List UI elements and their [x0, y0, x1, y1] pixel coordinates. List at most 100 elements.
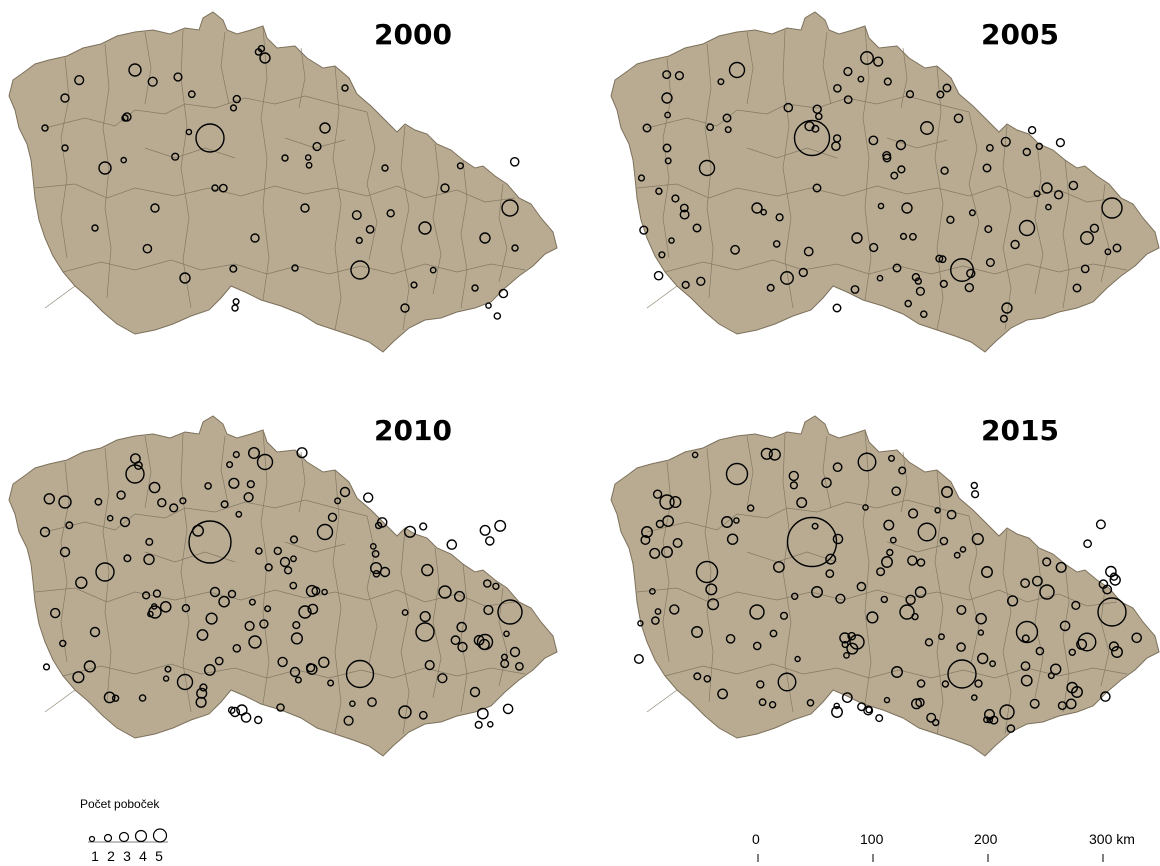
map-2010	[8, 415, 558, 757]
legend-value-3: 3	[123, 848, 131, 864]
branch-circle	[892, 263, 902, 273]
branch-circle	[915, 697, 925, 708]
branch-circle	[419, 611, 431, 623]
branch-circle	[843, 651, 850, 659]
branch-circle	[796, 497, 808, 509]
branch-circle	[484, 536, 495, 546]
branch-circle	[956, 642, 966, 652]
branch-circle	[783, 102, 794, 113]
branch-circle	[232, 450, 240, 459]
branch-circle	[939, 279, 948, 289]
branch-circle	[752, 641, 762, 651]
branch-circle	[50, 607, 61, 619]
branch-circle	[970, 694, 978, 701]
map-2000	[8, 11, 558, 353]
branch-circle	[999, 314, 1008, 323]
branch-circles-2015	[633, 447, 1143, 733]
branch-circle	[1068, 180, 1079, 191]
branch-circle	[483, 604, 494, 616]
branch-circle	[985, 257, 995, 267]
branch-circle	[494, 519, 507, 532]
branch-circle	[877, 202, 885, 210]
branch-circle	[947, 659, 977, 689]
branch-circle	[229, 264, 238, 273]
branch-circle	[695, 560, 719, 584]
branch-circle	[751, 202, 763, 214]
legend-circle-2	[103, 833, 113, 843]
branch-circle	[471, 284, 479, 292]
branch-circle	[122, 112, 132, 122]
branch-circle	[924, 638, 934, 647]
branch-circle	[418, 710, 428, 720]
branch-circle	[812, 183, 822, 193]
branch-circle	[312, 141, 322, 152]
branch-circle	[907, 555, 918, 566]
scale-label-0: 0	[752, 831, 760, 847]
branch-circle	[696, 276, 706, 286]
branch-circle	[661, 546, 673, 558]
branch-circle	[908, 232, 917, 241]
branch-circle	[920, 121, 934, 135]
branch-circle	[691, 451, 699, 459]
branch-circle	[662, 515, 674, 528]
branch-circle	[895, 139, 907, 151]
branch-circle	[106, 514, 114, 522]
branch-circle	[327, 512, 338, 523]
branch-circle	[457, 641, 468, 653]
branch-circle	[1035, 646, 1045, 656]
branch-circle	[482, 579, 492, 588]
branch-circle	[953, 551, 961, 559]
branch-circle	[982, 163, 992, 173]
branch-circle	[798, 267, 809, 278]
branch-circle	[915, 286, 926, 296]
branch-circle	[365, 224, 375, 234]
branch-circle	[316, 523, 334, 541]
branch-circle	[971, 490, 980, 499]
branch-circle	[437, 673, 448, 684]
branch-circle	[159, 600, 172, 613]
branch-circle	[832, 134, 842, 143]
branch-circle	[966, 268, 976, 279]
branch-circle	[1018, 219, 1036, 237]
branch-circle	[143, 553, 155, 566]
branch-circle	[693, 672, 702, 681]
branch-circle	[725, 462, 749, 486]
branch-circle	[243, 492, 254, 503]
branch-circle	[637, 620, 644, 627]
branch-circle	[1072, 283, 1082, 293]
branch-circle	[277, 656, 288, 668]
scale-label-100: 100	[860, 831, 884, 847]
branch-circle	[227, 706, 236, 715]
branch-circle	[794, 655, 801, 663]
branch-circle	[908, 508, 919, 519]
branch-circle	[469, 686, 481, 698]
branch-circle	[157, 497, 167, 508]
branch-circle	[668, 237, 675, 244]
branch-circle	[306, 663, 318, 675]
branch-circle	[769, 629, 778, 638]
branch-circle	[926, 712, 937, 723]
branch-circle	[661, 92, 673, 104]
branch-circle	[850, 285, 860, 294]
branch-circle	[679, 203, 689, 213]
branch-circle	[232, 643, 242, 653]
branch-circle	[1035, 142, 1043, 151]
branch-circle	[1053, 190, 1064, 200]
branch-circle	[649, 587, 656, 595]
branch-circle	[196, 687, 208, 699]
branch-circle	[129, 453, 141, 464]
branch-circle	[733, 517, 740, 524]
legend-value-2: 2	[107, 848, 115, 864]
branch-circle	[946, 509, 957, 520]
branch-circle	[188, 520, 232, 564]
branch-circle	[705, 583, 718, 596]
branch-circle	[497, 599, 523, 625]
branch-circle	[179, 272, 191, 284]
legend-value-5: 5	[155, 848, 163, 864]
branch-circle	[43, 493, 55, 505]
branch-circle	[681, 280, 690, 290]
branch-circle	[370, 562, 383, 575]
branch-circle	[150, 203, 160, 213]
year-label-2010: 2010	[374, 414, 452, 447]
branch-circle	[717, 688, 729, 700]
